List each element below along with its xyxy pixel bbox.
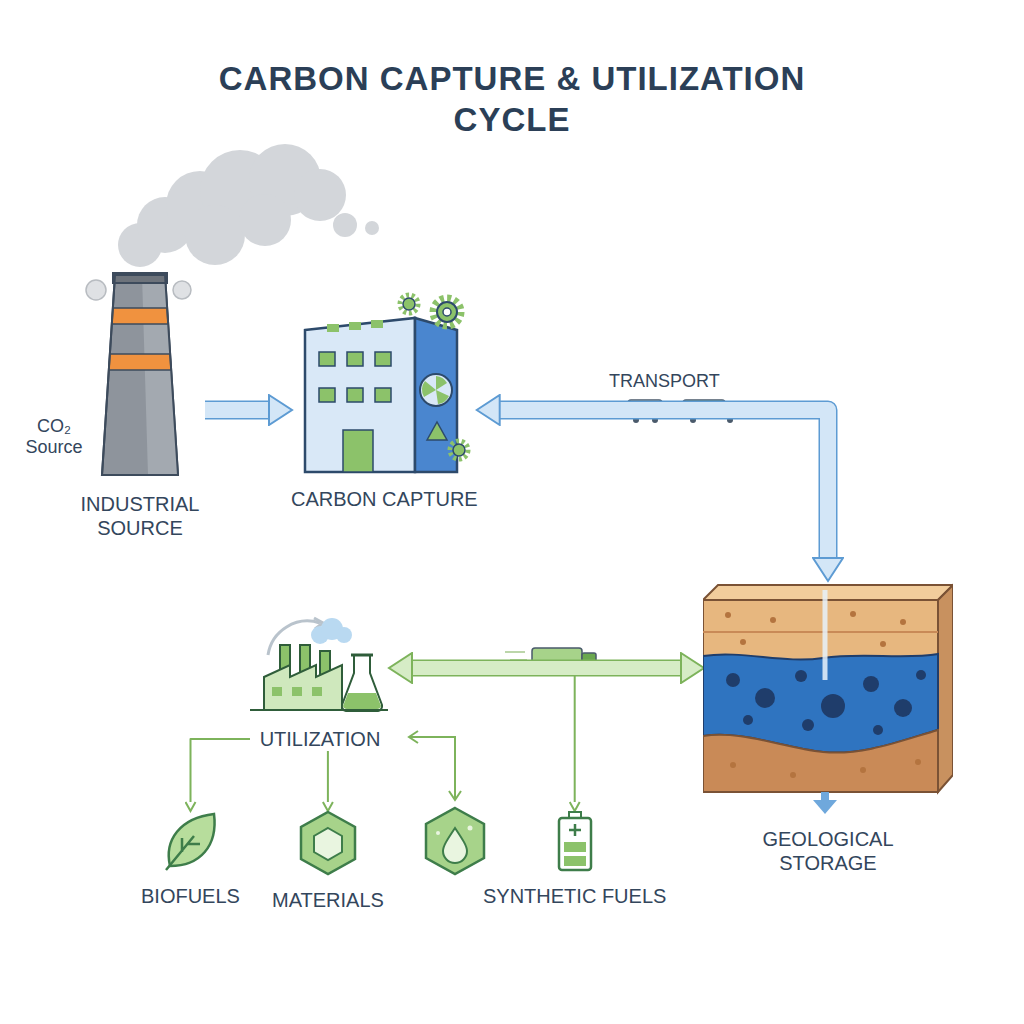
pipe-arrow [205,410,269,411]
geological-storage-icon [703,580,953,815]
pipe-outline [205,401,269,420]
chimney-icon [90,270,190,480]
thin-connectors [191,668,575,802]
hexagon-icon [298,810,358,876]
capture-building-icon [297,290,472,475]
materials-product: MATERIALS [272,810,384,912]
edge-label: TRANSPORT [606,371,723,392]
geological-storage: GEOLOGICAL STORAGE [703,580,953,875]
pipe-outline [500,410,828,558]
flow-arrow [191,739,251,802]
connector-line [205,402,269,418]
utilization-branch-arrow [409,731,461,800]
flow-arrow [327,751,328,802]
utilization-plant: UTILIZATION [250,615,390,751]
node-label: UTILIZATION [260,727,381,751]
connector-line [327,751,329,802]
source-label: CO₂ Source [14,416,94,457]
connector-line [412,661,681,675]
utilization-plant-icon [250,615,390,715]
node-label: SYNTHETIC FUELS [483,884,666,908]
carbon-capture-unit: CARBON CAPTURE [291,290,478,511]
node-label: BIOFUELS [141,884,240,908]
node-label: MATERIALS [272,888,384,912]
flow-arrow [390,668,575,802]
connector-line [191,739,251,802]
node-label: GEOLOGICAL STORAGE [753,827,903,875]
connector-line [500,410,828,558]
pipe-arrow [412,668,681,669]
connector-line [390,668,575,802]
synthetic-fuels-product: SYNTHETIC FUELS [483,810,666,908]
biofuels-product: BIOFUELS [141,810,240,908]
smoke-cloud [86,144,379,300]
leaf-icon [160,810,220,872]
fuel-hexagon-icon [426,808,484,874]
pipe-arrow [500,410,828,558]
node-label: INDUSTRIAL SOURCE [75,492,205,540]
pipe-outline [412,660,681,677]
diagram-title: CARBON CAPTURE & UTILIZATION CYCLE [192,58,832,141]
battery-icon [555,810,595,872]
industrial-source: INDUSTRIAL SOURCE [75,270,205,540]
node-label: CARBON CAPTURE [291,487,478,511]
